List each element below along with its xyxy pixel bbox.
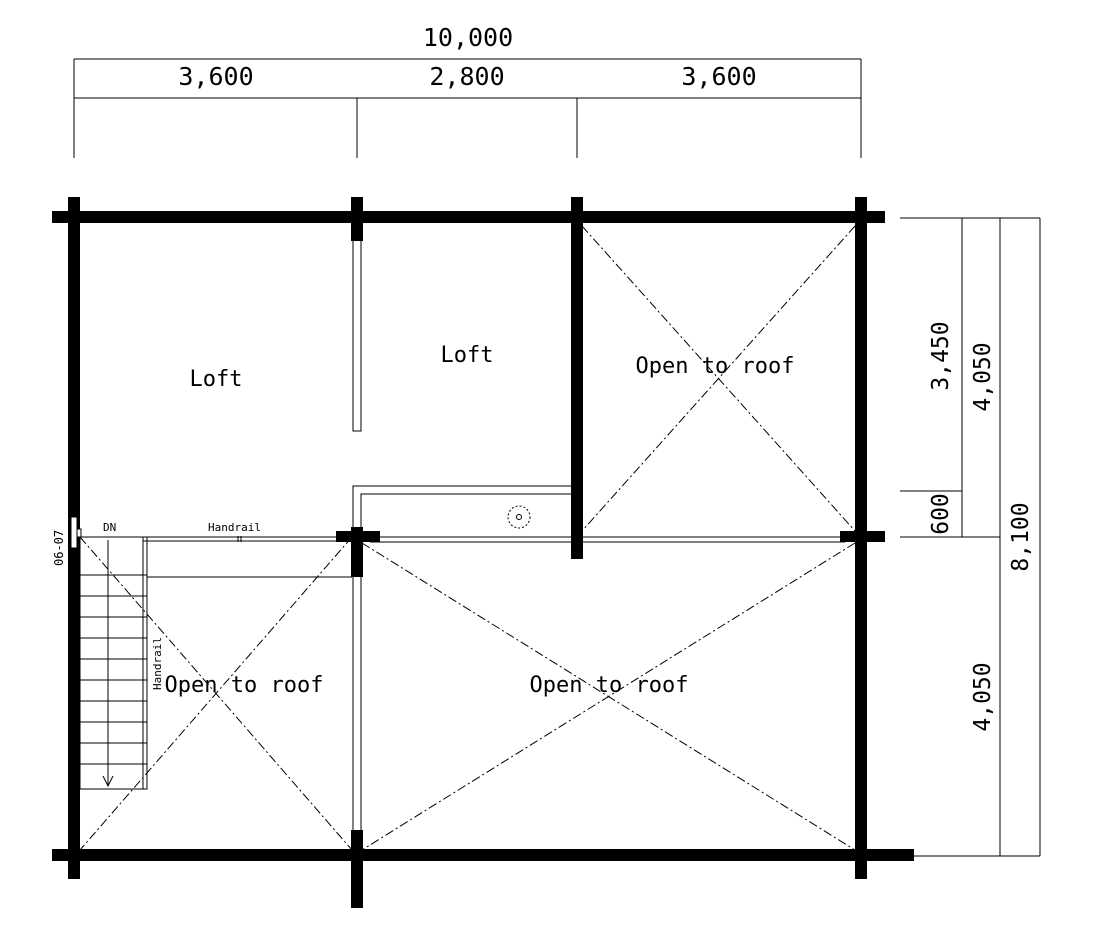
window-code-label: 06-07 xyxy=(52,530,66,566)
flue-symbol xyxy=(507,505,531,529)
dim-top-segment-1: 3,600 xyxy=(178,62,253,91)
dim-top-segment-2: 2,800 xyxy=(429,62,504,91)
window-mark-detail xyxy=(76,528,82,538)
window-mark xyxy=(70,516,78,549)
room-loft-left: Loft xyxy=(190,367,243,392)
stair-down-label: DN xyxy=(103,521,116,534)
dim-right-total: 8,100 xyxy=(1008,502,1034,571)
dim-right-upper-inner: 3,450 xyxy=(928,321,954,390)
handrail-lines xyxy=(142,536,352,789)
dim-right-mid-lower: 4,050 xyxy=(970,662,996,731)
dim-top-segment-3: 3,600 xyxy=(681,62,756,91)
dim-top-total: 10,000 xyxy=(423,23,513,52)
room-open-upper-right: Open to roof xyxy=(636,354,795,379)
handrail-vertical-label: Handrail xyxy=(151,637,164,690)
interior-partitions xyxy=(352,236,845,834)
handrail-horizontal-label: Handrail xyxy=(208,521,261,534)
room-loft-center: Loft xyxy=(441,343,494,368)
log-walls xyxy=(52,197,914,908)
top-dimension-group xyxy=(73,58,862,158)
room-open-lower-left: Open to roof xyxy=(165,673,324,698)
stair xyxy=(79,536,148,790)
right-dimension-group xyxy=(900,217,1041,857)
room-open-lower-center: Open to roof xyxy=(530,673,689,698)
open-to-roof-diagonals xyxy=(79,225,856,851)
dim-right-mid-upper: 4,050 xyxy=(970,342,996,411)
dim-right-lower-inner: 600 xyxy=(928,493,954,535)
